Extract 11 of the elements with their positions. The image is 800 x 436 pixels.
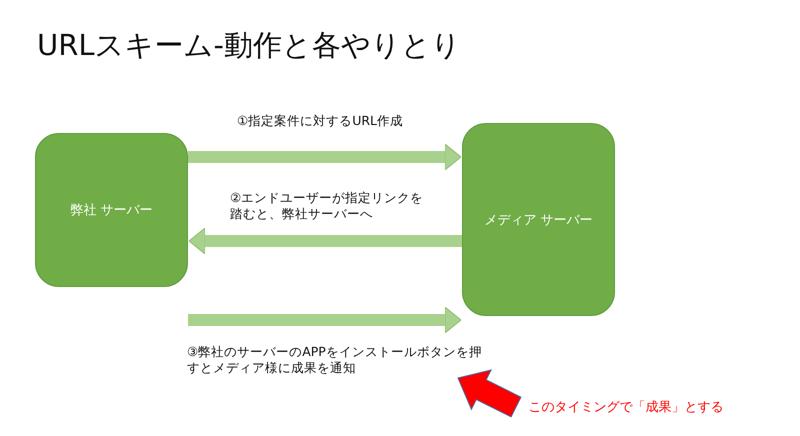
server-box: 弊社 サーバー — [35, 133, 188, 287]
edge-label: ①指定案件に対するURL作成 — [237, 113, 404, 129]
edge-label: ③弊社のサーバーのAPPをインストールボタンを押すとメディア様に成果を通知 — [187, 344, 483, 376]
arrow — [188, 228, 462, 254]
arrow — [457, 369, 522, 418]
arrow — [188, 306, 462, 334]
arrow — [188, 144, 462, 170]
annotation-text: このタイミングで「成果」とする — [516, 397, 736, 417]
server-box: メディア サーバー — [462, 123, 615, 316]
title: URLスキーム-動作と各やりとり — [37, 27, 461, 64]
edge-label: ②エンドユーザーが指定リンクを踏むと、弊社サーバーへ — [230, 190, 424, 222]
